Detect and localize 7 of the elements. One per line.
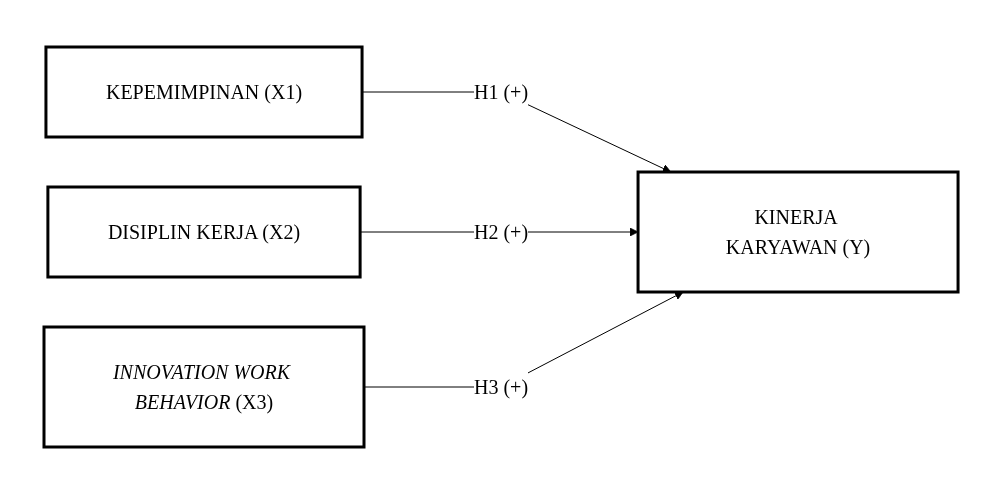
node-box: KEPEMIMPINAN (X1) — [44, 45, 364, 138]
node-box: INNOVATION WORK BEHAVIOR (X3) — [42, 325, 366, 448]
edge-label: H1 (+) — [474, 80, 529, 103]
node-box: KINERJA KARYAWAN (Y) — [637, 170, 960, 293]
edge-label: H2 (+) — [474, 220, 529, 243]
edge-label: H3 (+) — [474, 375, 529, 398]
node-box: DISIPLIN KERJA (X2) — [46, 185, 363, 278]
